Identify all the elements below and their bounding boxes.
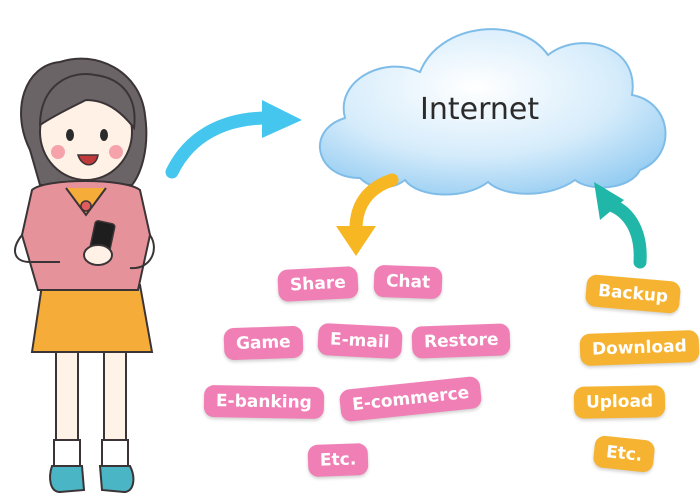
cloud-label: Internet <box>420 92 540 127</box>
service-tag-game: Game <box>223 325 304 361</box>
service-tag-email: E-mail <box>317 322 403 360</box>
arrow-up-to-cloud-icon <box>594 182 647 269</box>
service-tag-restore: Restore <box>411 323 511 359</box>
arrow-to-cloud-icon <box>165 100 302 179</box>
transfer-tag-upload: Upload <box>573 385 666 419</box>
arrow-from-cloud-icon <box>336 173 399 256</box>
transfer-tag-download: Download <box>579 329 700 367</box>
service-tag-ebanking: E-banking <box>203 384 325 420</box>
cloud-shape <box>318 28 667 196</box>
service-tag-etc: Etc. <box>307 442 369 478</box>
transfer-tag-etc: Etc. <box>592 434 656 474</box>
service-tag-share: Share <box>277 265 359 303</box>
service-tag-chat: Chat <box>373 264 443 300</box>
girl-with-phone-illustration <box>14 57 155 494</box>
